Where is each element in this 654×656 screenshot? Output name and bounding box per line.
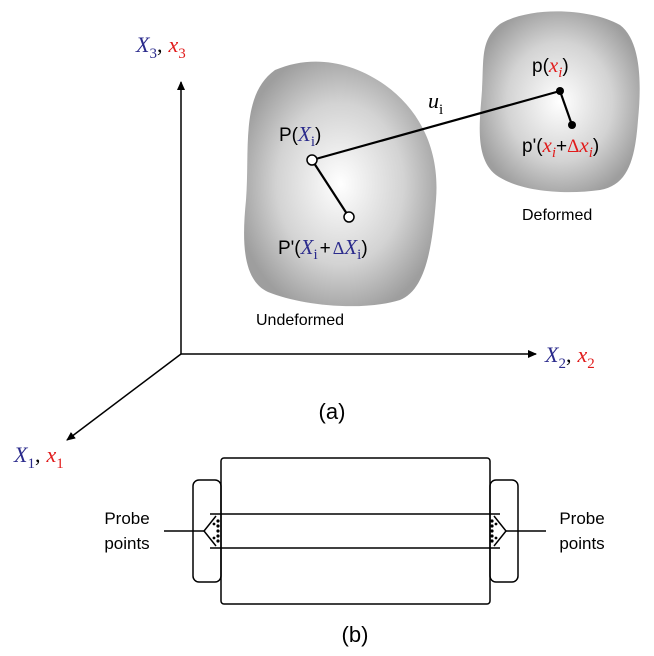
- undeformed-point-p-label: P(Xi): [279, 122, 321, 150]
- left-probe-points: [212, 519, 220, 543]
- deformed-point-p-prime-label: p'(xi+Δxi): [522, 133, 599, 161]
- panel-a: X3,x3 X2,x2 X1,x1 ui P(Xi) P'(Xi+ΔXi): [13, 11, 640, 472]
- undeformed-point-p: [306, 154, 318, 166]
- axis-x3-label: X3,x3: [135, 32, 186, 62]
- right-probe-points: [490, 519, 498, 543]
- left-probe-label-line1: Probe: [104, 509, 149, 528]
- undeformed-point-p-prime-label: P'(Xi+ΔXi): [278, 235, 368, 263]
- panel-b-caption: (b): [342, 622, 369, 647]
- deformed-point-p: [556, 87, 564, 95]
- right-probe: [490, 515, 546, 547]
- panel-b: [164, 457, 546, 605]
- left-probe-label-line2: points: [104, 534, 149, 553]
- undeformed-body: [244, 61, 437, 307]
- displacement-label: ui: [428, 88, 443, 118]
- displacement-vector: [311, 89, 561, 162]
- specimen-body: [220, 457, 491, 605]
- left-probe: [164, 515, 220, 547]
- panel-a-caption: (a): [319, 399, 346, 424]
- right-probe-label-line1: Probe: [559, 509, 604, 528]
- deformed-body: [479, 11, 640, 193]
- deformed-point-p-label: p(xi): [532, 53, 569, 81]
- deformed-line-element: [558, 90, 574, 126]
- axis-x1-label: X1,x1: [13, 442, 64, 472]
- undeformed-line-element: [311, 159, 350, 218]
- right-probe-label-line2: points: [559, 534, 604, 553]
- deformed-label: Deformed: [522, 207, 592, 224]
- axis-x2-label: X2,x2: [544, 342, 595, 372]
- deformed-point-p-prime: [568, 121, 576, 129]
- undeformed-label: Undeformed: [256, 312, 344, 329]
- coordinate-axes: [66, 81, 537, 441]
- undeformed-point-p-prime: [343, 211, 355, 223]
- axis-x1: [66, 353, 182, 441]
